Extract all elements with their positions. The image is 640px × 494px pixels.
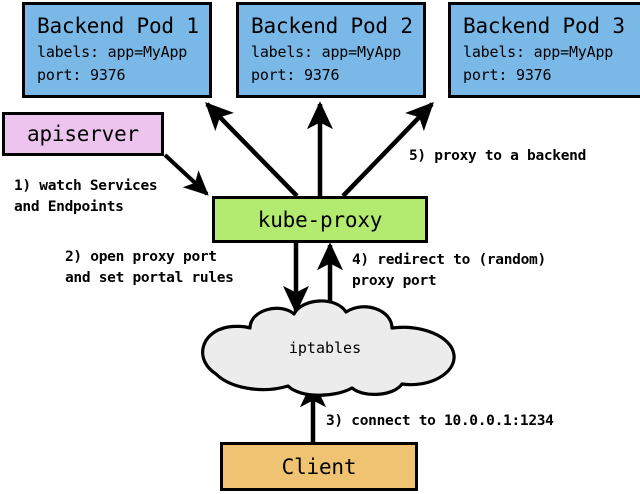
annotation-step-1-line-1: 1) watch Services	[14, 178, 158, 194]
backend-pod-3-labels: labels: app=MyApp	[463, 42, 614, 61]
annotation-step-5: 5) proxy to a backend	[409, 148, 587, 164]
arrow-kubeproxy-to-pod3	[341, 102, 434, 198]
client-label: Client	[281, 454, 357, 479]
backend-pod-1-labels: labels: app=MyApp	[37, 42, 188, 61]
annotation-step-3: 3) connect to 10.0.0.1:1234	[326, 413, 554, 429]
annotation-step-4-line-2: proxy port	[352, 273, 437, 289]
backend-pod-1-port: port: 9376	[37, 65, 126, 84]
backend-pod-1-title: Backend Pod 1	[37, 13, 199, 38]
backend-pod-2-title: Backend Pod 2	[251, 13, 413, 38]
arrow-kubeproxy-to-pod1	[205, 102, 299, 198]
backend-pod-2-labels: labels: app=MyApp	[251, 42, 402, 61]
cloud-shape	[201, 299, 456, 397]
apiserver-label: apiserver	[27, 122, 139, 146]
annotation-step-1-line-2: and Endpoints	[14, 199, 124, 215]
annotation-step-4-line-1: 4) redirect to (random)	[352, 252, 546, 268]
backend-pod-3-port: port: 9376	[463, 65, 552, 84]
apiserver-box[interactable]: apiserver	[2, 112, 164, 156]
arrow-apiserver-to-kubeproxy	[163, 153, 209, 196]
backend-pod-3-box[interactable]: Backend Pod 3 labels: app=MyApp port: 93…	[448, 2, 640, 98]
backend-pod-1-box[interactable]: Backend Pod 1 labels: app=MyApp port: 93…	[22, 2, 212, 98]
annotation-step-2-line-2: and set portal rules	[65, 270, 234, 286]
annotation-step-2-line-1: 2) open proxy port	[65, 249, 217, 265]
kube-proxy-box[interactable]: kube-proxy	[212, 196, 428, 243]
client-box[interactable]: Client	[220, 442, 418, 491]
iptables-cloud: iptables	[188, 298, 462, 398]
backend-pod-3-title: Backend Pod 3	[463, 13, 625, 38]
backend-pod-2-port: port: 9376	[251, 65, 340, 84]
kube-proxy-label: kube-proxy	[257, 207, 383, 232]
iptables-label: iptables	[288, 339, 362, 357]
backend-pod-2-box[interactable]: Backend Pod 2 labels: app=MyApp port: 93…	[236, 2, 426, 98]
